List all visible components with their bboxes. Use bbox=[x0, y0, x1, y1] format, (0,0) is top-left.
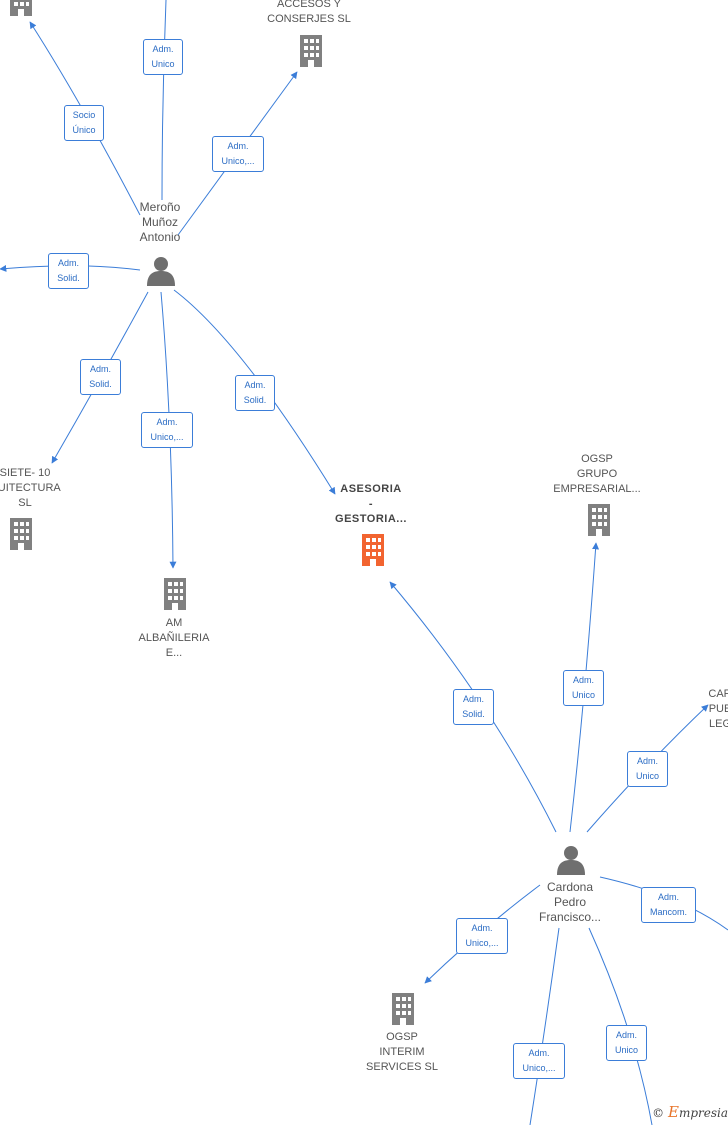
building-icon-asesoria[interactable] bbox=[362, 534, 384, 566]
role-badge-e9: Adm. Unico bbox=[563, 670, 604, 706]
building-icon-topleft[interactable] bbox=[10, 0, 32, 16]
company-label-accesos[interactable]: ACCESOS Y CONSERJES SL bbox=[267, 0, 351, 25]
role-badge-e3: Adm. Unico,... bbox=[212, 136, 264, 172]
person-label-cardona[interactable]: Cardona Pedro Francisco... bbox=[538, 880, 601, 924]
role-badge-e13: Adm. Unico,... bbox=[513, 1043, 565, 1079]
person-icon-cardona[interactable] bbox=[557, 846, 585, 875]
brand-name: mpresia bbox=[678, 1106, 728, 1120]
role-badge-e8: Adm. Solid. bbox=[453, 689, 494, 725]
role-badge-e11: Adm. Mancom. bbox=[641, 887, 696, 923]
company-label-asesoria[interactable]: ASESORIA - GESTORIA... bbox=[335, 483, 407, 525]
role-badge-e12: Adm. Unico,... bbox=[456, 918, 508, 954]
role-badge-e10: Adm. Unico bbox=[627, 751, 668, 787]
role-badge-e5: Adm. Solid. bbox=[80, 359, 121, 395]
building-icon-ogsp-interim[interactable] bbox=[392, 993, 414, 1025]
person-label-merono[interactable]: Meroño Muñoz Antonio bbox=[139, 200, 181, 244]
company-label-siete[interactable]: SIETE- 10 QUITECTURA SL bbox=[0, 467, 61, 509]
building-icon-accesos[interactable] bbox=[300, 35, 322, 67]
role-badge-e4: Adm. Solid. bbox=[48, 253, 89, 289]
copyright-symbol: © bbox=[652, 1106, 665, 1120]
company-label-ogsp-interim[interactable]: OGSP INTERIM SERVICES SL bbox=[366, 1031, 438, 1073]
company-label-car[interactable]: CAR PUE LEG bbox=[708, 688, 728, 730]
watermark: © Empresia bbox=[652, 1103, 728, 1121]
brand-initial: E bbox=[667, 1103, 679, 1121]
role-badge-e7: Adm. Solid. bbox=[235, 375, 275, 411]
role-badge-e1: Adm. Unico bbox=[143, 39, 183, 75]
edge-cardona-bottom1 bbox=[529, 927, 560, 1125]
person-icon-merono[interactable] bbox=[147, 257, 175, 286]
edge-merono-top bbox=[161, 0, 167, 201]
company-label-am[interactable]: AM ALBAÑILERIA E... bbox=[138, 617, 210, 659]
role-badge-e6: Adm. Unico,... bbox=[141, 412, 193, 448]
edge-merono-asesoria bbox=[173, 289, 336, 495]
role-badge-e14: Adm. Unico bbox=[606, 1025, 647, 1061]
building-icon-am[interactable] bbox=[164, 578, 186, 610]
building-icon-siete[interactable] bbox=[10, 518, 32, 550]
role-badge-e2: Socio Único bbox=[64, 105, 104, 141]
building-icon-ogsp-grupo[interactable] bbox=[588, 504, 610, 536]
company-label-ogsp-grupo[interactable]: OGSP GRUPO EMPRESARIAL... bbox=[553, 453, 641, 495]
